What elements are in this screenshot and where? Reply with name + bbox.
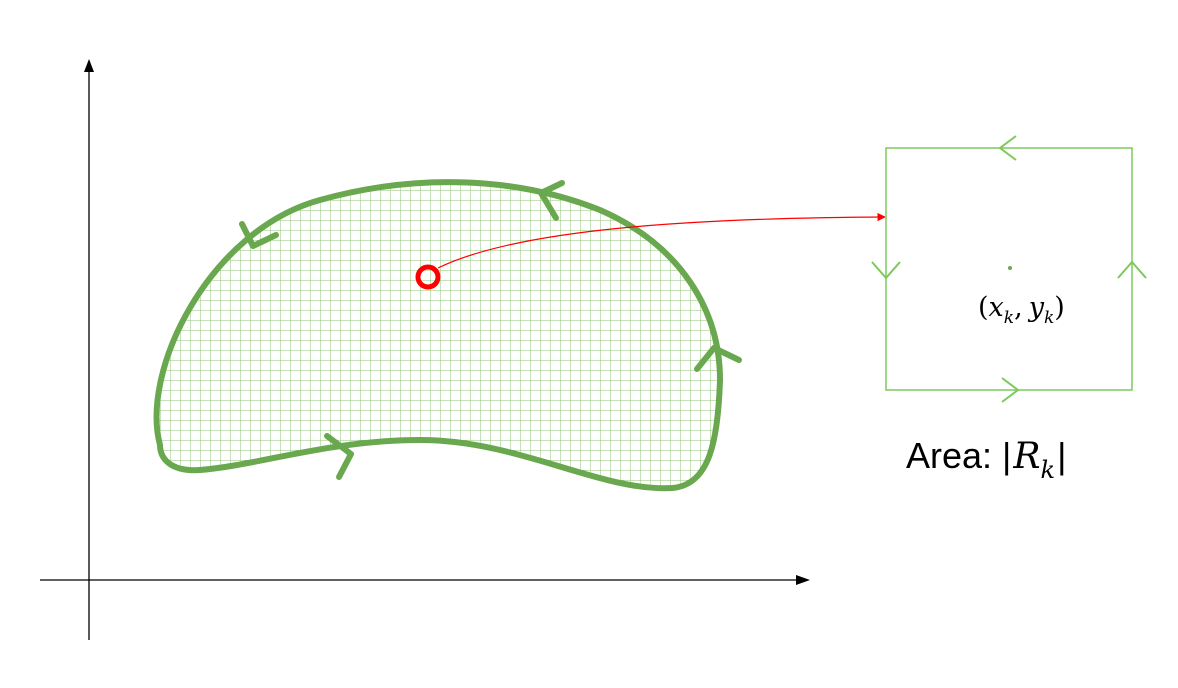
y-subscript: k [1044, 308, 1054, 328]
zoom-connector-arrow [437, 212, 886, 269]
area-prefix: Area: [906, 435, 992, 476]
selected-point-ring [415, 264, 441, 290]
paren-close: ) [1054, 292, 1065, 323]
x-axis-arrowhead [796, 575, 810, 585]
subregion-square [871, 135, 1147, 403]
region-grid [156, 182, 720, 489]
region-r [153, 179, 742, 492]
boundary-arrow-bottom-icon [324, 433, 354, 480]
square-arrow-left-icon [871, 261, 901, 280]
sample-point-label: (xk,yk) [978, 292, 1065, 328]
x-subscript: k [1004, 308, 1014, 328]
subregion-square-outline [885, 147, 1133, 391]
y-var: y [1028, 292, 1045, 323]
square-arrow-right-icon [1117, 260, 1147, 279]
x-var: x [989, 292, 1004, 323]
sample-point [1008, 266, 1012, 270]
square-arrow-bottom-icon [1001, 377, 1020, 403]
square-arrow-top-icon [998, 135, 1017, 161]
abs-bar-left: | [1002, 435, 1011, 476]
area-label: Area:|Rk| [906, 435, 1066, 484]
y-axis-arrowhead [84, 59, 94, 72]
paren-open: ( [978, 292, 989, 323]
comma: , [1014, 292, 1023, 323]
axes [40, 59, 810, 640]
r-var: R [1012, 436, 1040, 477]
boundary-arrow-top-icon [538, 180, 565, 221]
region-boundary [153, 179, 723, 492]
boundary-arrow-right-icon [694, 345, 742, 372]
abs-bar-right: | [1057, 435, 1066, 476]
boundary-arrow-left-icon [239, 221, 279, 249]
r-subscript: k [1041, 456, 1056, 484]
